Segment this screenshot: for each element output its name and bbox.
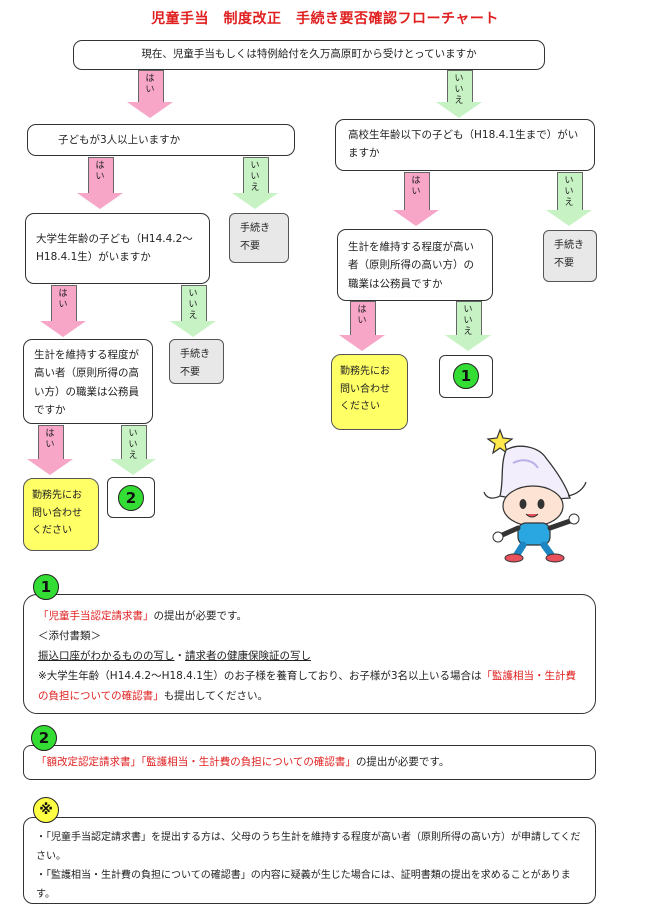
result-text: 手続き不要: [554, 240, 584, 269]
section-notes-panel: ・「児童手当認定請求書」を提出する方は、父母のうち生計を維持する程度が高い者（原…: [23, 817, 596, 904]
contact-employer-box: 勤務先にお問い合わせください: [331, 354, 408, 430]
arrow-head: [436, 102, 482, 118]
question-three-children: 子どもが3人以上いますか: [27, 124, 295, 156]
yes-arrow: はい: [127, 70, 173, 118]
note-tail: も提出してください。: [163, 689, 269, 702]
form-name: 「児童手当認定請求書」: [38, 610, 154, 622]
section-two-badge: 2: [31, 725, 57, 751]
arrow-stem: [456, 301, 482, 336]
yes-arrow: はい: [393, 172, 439, 226]
result-text: 勤務先にお問い合わせください: [340, 366, 390, 412]
no-label: いいえ: [250, 161, 260, 193]
no-arrow: いいえ: [436, 70, 482, 118]
no-arrow: いいえ: [546, 172, 592, 226]
yes-label: はい: [45, 429, 55, 450]
attachment-item: 振込口座がわかるものの写し: [38, 649, 175, 662]
procedure-not-needed-box: 手続き不要: [543, 230, 597, 282]
arrow-head: [110, 459, 156, 475]
result-text: 勤務先にお問い合わせください: [32, 490, 82, 536]
notes-badge: ※: [33, 797, 59, 823]
arrow-stem: [181, 285, 207, 322]
arrow-stem: [350, 301, 376, 336]
form-tail: の提出が必要です。: [153, 610, 247, 622]
question-civil-servant-left: 生計を維持する程度が高い者（原則所得の高い方）の職業は公務員ですか: [23, 339, 153, 424]
arrow-head: [445, 335, 491, 351]
question-highschool-children: 高校生年齢以下の子ども（H18.4.1生まで）がいますか: [335, 119, 595, 171]
question-text: 高校生年齢以下の子ども（H18.4.1生まで）がいますか: [348, 129, 579, 160]
yes-label: はい: [357, 305, 367, 326]
no-arrow: いいえ: [232, 157, 278, 209]
section-one-form-line: 「児童手当認定請求書」の提出が必要です。: [38, 607, 581, 627]
yes-label: はい: [411, 176, 421, 197]
attachment-separator: ・: [174, 649, 186, 662]
question-text: 子どもが3人以上いますか: [58, 134, 181, 146]
arrow-stem: [38, 425, 64, 460]
mascot-illustration: [483, 428, 587, 563]
arrow-head: [77, 193, 123, 209]
arrow-head: [27, 459, 73, 475]
section-one-note: ※大学生年齢（H14.4.2〜H18.4.1生）のお子様を養育しており、お子様が…: [38, 667, 581, 707]
yes-label: はい: [95, 161, 105, 182]
no-label: いいえ: [454, 74, 464, 106]
no-label: いいえ: [188, 289, 198, 321]
question-receiving-allowance: 現在、児童手当もしくは特例給付を久万高原町から受けとっていますか: [73, 40, 545, 70]
arrow-stem: [447, 70, 473, 103]
no-label: いいえ: [463, 305, 473, 337]
procedure-not-needed-box: 手続き不要: [229, 213, 289, 263]
question-university-children: 大学生年齢の子ども（H14.4.2〜H18.4.1生）がいますか: [25, 213, 210, 284]
result-two-box: 2: [107, 477, 155, 518]
note-line: ・「児童手当認定請求書」を提出する方は、父母のうち生計を維持する程度が高い者（原…: [36, 832, 581, 862]
attachment-item: 請求者の健康保険証の写し: [185, 649, 311, 662]
section-one-badge: 1: [33, 574, 59, 600]
question-civil-servant-right: 生計を維持する程度が高い者（原則所得の高い方）の職業は公務員ですか: [337, 229, 493, 301]
arrow-head: [127, 102, 173, 118]
section-one-panel: 「児童手当認定請求書」の提出が必要です。 ＜添付書類＞ 振込口座がわかるものの写…: [23, 594, 596, 714]
note-text: ※大学生年齢（H14.4.2〜H18.4.1生）のお子様を養育しており、お子様が…: [38, 669, 482, 682]
question-text: 大学生年齢の子ども（H14.4.2〜H18.4.1生）がいますか: [36, 233, 193, 264]
form-tail: の提出が必要です。: [355, 756, 450, 768]
attachment-list: 振込口座がわかるものの写し・請求者の健康保険証の写し: [38, 647, 581, 667]
yes-arrow: はい: [339, 301, 385, 351]
arrow-stem: [557, 172, 583, 211]
arrow-head: [546, 210, 592, 226]
yes-arrow: はい: [40, 285, 86, 337]
arrow-stem: [404, 172, 430, 211]
contact-employer-box: 勤務先にお問い合わせください: [23, 478, 99, 551]
yes-arrow: はい: [77, 157, 123, 209]
arrow-stem: [121, 425, 147, 460]
arrow-head: [232, 193, 278, 209]
result-one-badge: 1: [453, 363, 479, 389]
arrow-head: [393, 210, 439, 226]
question-text: 現在、児童手当もしくは特例給付を久万高原町から受けとっていますか: [141, 48, 477, 60]
result-text: 手続き不要: [240, 223, 270, 252]
arrow-stem: [243, 157, 269, 194]
result-one-box: 1: [439, 355, 493, 398]
arrow-head: [170, 321, 216, 337]
page-title: 児童手当 制度改正 手続き要否確認フローチャート: [151, 11, 499, 27]
attachment-heading: ＜添付書類＞: [38, 629, 101, 642]
form-name: 「額改定認定請求書」「監護相当・生計費の負担についての確認書」: [36, 756, 356, 768]
result-two-badge: 2: [118, 485, 144, 511]
question-text: 生計を維持する程度が高い者（原則所得の高い方）の職業は公務員ですか: [348, 241, 474, 290]
no-arrow: いいえ: [110, 425, 156, 475]
arrow-head: [40, 321, 86, 337]
note-line: ・「監護相当・生計費の負担についての確認書」の内容に疑義が生じた場合には、証明書…: [36, 870, 571, 900]
note-form-name: 「監護相当・生計費の負担についての確認書」: [38, 669, 577, 702]
arrow-stem: [51, 285, 77, 322]
arrow-stem: [138, 70, 164, 103]
procedure-not-needed-box: 手続き不要: [169, 339, 224, 384]
arrow-stem: [88, 157, 114, 194]
yes-arrow: はい: [27, 425, 73, 475]
result-text: 手続き不要: [180, 349, 210, 378]
section-two-panel: 「額改定認定請求書」「監護相当・生計費の負担についての確認書」の提出が必要です。: [23, 745, 596, 780]
question-text: 生計を維持する程度が高い者（原則所得の高い方）の職業は公務員ですか: [34, 349, 139, 417]
yes-label: はい: [145, 74, 155, 95]
yes-label: はい: [58, 289, 68, 310]
no-arrow: いいえ: [445, 301, 491, 351]
no-label: いいえ: [128, 429, 138, 461]
no-arrow: いいえ: [170, 285, 216, 337]
arrow-head: [339, 335, 385, 351]
no-label: いいえ: [564, 176, 574, 208]
